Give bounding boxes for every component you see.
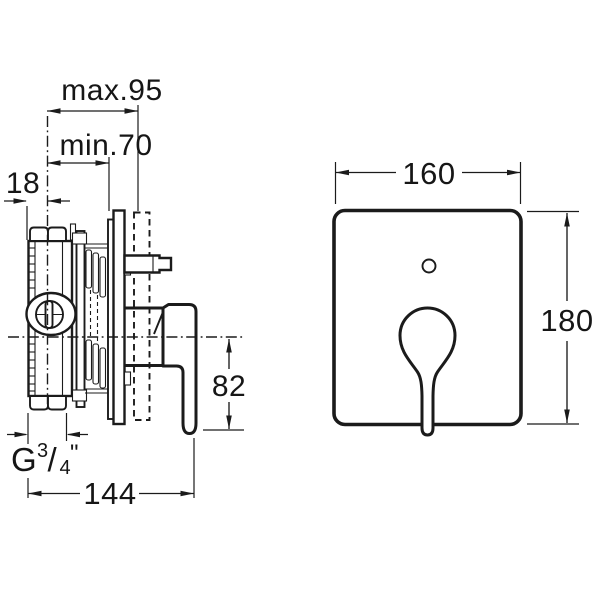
thread-numerator: 3 — [37, 440, 49, 462]
diverter-button — [421, 258, 437, 274]
thread-inch-mark: " — [70, 440, 79, 467]
finished-wall-dashed — [133, 211, 151, 421]
dim-lever-drop: 82 — [203, 339, 246, 431]
plate-height-label: 180 — [540, 303, 593, 338]
arrowhead-left — [28, 490, 42, 497]
side-section-view: max.95 min.70 18 — [4, 74, 246, 511]
dim-total-depth: 144 — [27, 438, 195, 511]
dim-plate-height: 180 — [527, 210, 593, 425]
arrowhead-right — [124, 108, 138, 114]
arrowhead-right-point — [14, 431, 28, 438]
min-depth-label: min.70 — [59, 129, 152, 162]
arrowhead-left-point — [66, 431, 80, 438]
arrowhead-down — [564, 409, 570, 423]
max-depth-label: max.95 — [61, 74, 162, 107]
lever-handle-front — [398, 306, 457, 437]
arrowhead-right-point — [13, 198, 27, 204]
cartridge-circle — [25, 291, 77, 337]
front-view: 160 180 — [332, 156, 593, 437]
total-depth-label: 144 — [83, 476, 136, 511]
thread-size-label: G 3 / 4 " — [11, 440, 79, 479]
valve-body — [25, 226, 77, 411]
cartridge-plate — [75, 230, 86, 408]
arrowhead-down — [226, 415, 232, 429]
threaded-studs — [85, 249, 107, 389]
dim-thread-size: G 3 / 4 " — [7, 413, 88, 479]
rough-in-assembly — [69, 223, 108, 408]
dim-max-depth: max.95 — [47, 74, 162, 211]
arrowhead-right — [95, 160, 109, 166]
dim-body-offset: 18 — [4, 167, 70, 240]
thread-prefix: G — [11, 441, 37, 478]
arrowhead-left — [335, 169, 349, 176]
arrowhead-left — [47, 108, 61, 114]
arrowhead-left — [47, 160, 61, 166]
thread-slash: / — [48, 441, 58, 478]
arrowhead-right — [180, 490, 194, 497]
supply-union-bottom — [29, 395, 67, 411]
lever-drop-label: 82 — [212, 370, 246, 403]
thread-rungs — [28, 247, 35, 392]
body-offset-label: 18 — [6, 167, 40, 200]
dim-min-depth: min.70 — [47, 129, 152, 211]
outlet-spout — [123, 254, 173, 274]
adjuster-slot — [44, 300, 54, 329]
arrowhead-left-point — [47, 198, 61, 204]
thread-denominator: 4 — [60, 457, 72, 479]
arrowhead-right — [507, 169, 521, 176]
dim-plate-width: 160 — [334, 156, 522, 204]
plate-width-label: 160 — [402, 156, 455, 191]
